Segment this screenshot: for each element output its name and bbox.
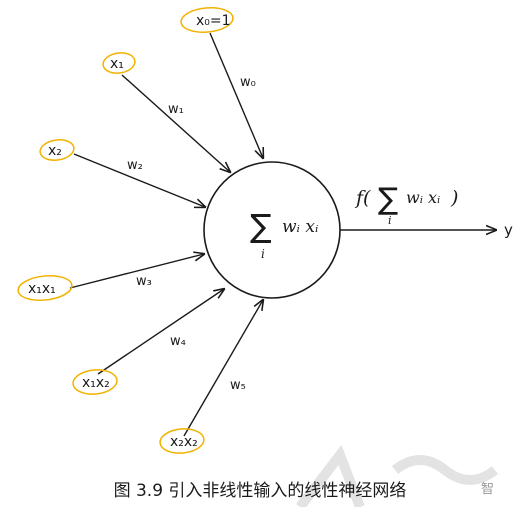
weight-label-w3: w₃	[136, 274, 152, 289]
activation-formula: f( ∑ i wᵢ xᵢ )	[354, 182, 458, 227]
weight-label-w2: w₂	[127, 158, 143, 173]
weight-label-w1: w₁	[168, 102, 184, 117]
activation-term: wᵢ xᵢ	[406, 188, 440, 207]
input-label-x1x1: x₁x₁	[28, 281, 56, 297]
input-connections	[69, 32, 263, 437]
neuron-sum-subscript: i	[261, 247, 265, 261]
highlight-x2	[39, 139, 75, 161]
connection-x1	[121, 74, 230, 172]
weight-label-w4: w₄	[170, 334, 186, 349]
neuron-circle	[203, 161, 341, 299]
weight-label-w5: w₅	[230, 378, 246, 393]
activation-suffix: )	[450, 187, 458, 209]
weight-label-w0: w₀	[240, 75, 256, 90]
connection-x0	[209, 32, 263, 158]
input-label-x2: x₂	[48, 143, 62, 159]
watermark-logo	[296, 444, 499, 507]
neuron-sum-term: wᵢ xᵢ	[282, 217, 318, 237]
highlight-x1x2	[72, 369, 118, 395]
connection-x2	[73, 153, 205, 207]
connection-x2x2	[183, 300, 263, 437]
connection-x1x2	[97, 289, 224, 375]
input-highlights	[17, 7, 234, 454]
activation-sum-symbol: ∑	[378, 182, 398, 217]
highlight-x2x2	[159, 428, 205, 454]
figure-caption: 图 3.9 引入非线性输入的线性神经网络	[113, 481, 407, 501]
highlight-x0	[180, 7, 234, 33]
activation-prefix: f(	[354, 187, 371, 209]
input-label-x0: x₀=1	[196, 13, 231, 29]
activation-sum-subscript: i	[388, 214, 392, 227]
highlight-x1	[102, 52, 136, 74]
highlight-x1x1	[17, 274, 73, 302]
input-label-x1x2: x₁x₂	[82, 375, 110, 391]
input-label-x1: x₁	[110, 56, 124, 72]
input-label-x2x2: x₂x₂	[170, 434, 198, 450]
output-label: y	[504, 221, 513, 239]
connection-x1x1	[69, 254, 204, 289]
neuron-sum-symbol: ∑	[250, 207, 272, 245]
neuron-formula: ∑ i wᵢ xᵢ	[250, 207, 318, 261]
watermark-text: 智	[480, 482, 494, 497]
